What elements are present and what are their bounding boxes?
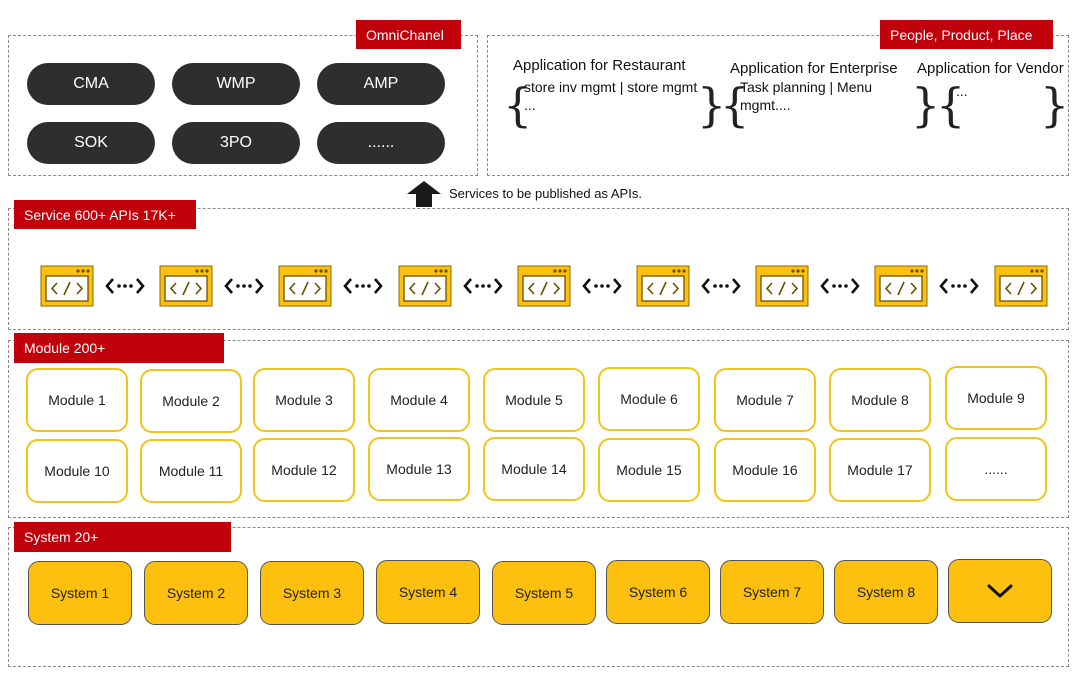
api-code-icon (755, 265, 809, 307)
module-card[interactable]: Module 16 (714, 438, 816, 502)
pill-wmp[interactable]: WMP (172, 63, 300, 105)
module-card[interactable]: Module 2 (140, 369, 242, 433)
system-tag: System 20+ (14, 522, 231, 552)
module-card-more[interactable]: ...... (945, 437, 1047, 501)
double-arrow-icon (463, 278, 503, 294)
pill-sok[interactable]: SOK (27, 122, 155, 164)
api-code-icon (517, 265, 571, 307)
system-card[interactable]: System 6 (606, 560, 710, 624)
module-card[interactable]: Module 9 (945, 366, 1047, 430)
api-code-icon (874, 265, 928, 307)
module-card[interactable]: Module 6 (598, 367, 700, 431)
system-card[interactable]: System 3 (260, 561, 364, 625)
up-arrow-icon (407, 181, 441, 207)
module-card[interactable]: Module 4 (368, 368, 470, 432)
api-code-icon (278, 265, 332, 307)
double-arrow-icon (105, 278, 145, 294)
app-enterprise-title: Application for Enterprise (730, 60, 898, 77)
system-card[interactable]: System 2 (144, 561, 248, 625)
left-brace-icon: { (936, 78, 966, 132)
module-card[interactable]: Module 1 (26, 368, 128, 432)
module-card[interactable]: Module 13 (368, 437, 470, 501)
system-section (8, 527, 1069, 667)
pill-3po[interactable]: 3PO (172, 122, 300, 164)
module-tag: Module 200+ (14, 333, 224, 363)
module-section (8, 340, 1069, 518)
module-card[interactable]: Module 5 (483, 368, 585, 432)
api-caption: Services to be published as APIs. (449, 186, 642, 201)
api-code-icon (398, 265, 452, 307)
system-card[interactable]: System 8 (834, 560, 938, 624)
double-arrow-icon (224, 278, 264, 294)
api-code-icon (40, 265, 94, 307)
api-code-icon (159, 265, 213, 307)
right-brace-icon: } (911, 78, 941, 132)
chevron-down-icon (987, 584, 1013, 598)
module-card[interactable]: Module 14 (483, 437, 585, 501)
right-brace-icon: } (697, 78, 727, 132)
module-card[interactable]: Module 8 (829, 368, 931, 432)
app-vendor-body: ... (956, 83, 968, 99)
service-tag: Service 600+ APIs 17K+ (14, 200, 196, 229)
module-card[interactable]: Module 11 (140, 439, 242, 503)
left-brace-icon: { (720, 78, 750, 132)
system-card[interactable]: System 4 (376, 560, 480, 624)
right-brace-icon: } (1040, 78, 1070, 132)
app-restaurant-title: Application for Restaurant (513, 57, 686, 74)
people-product-place-tag: People, Product, Place (880, 20, 1053, 49)
double-arrow-icon (582, 278, 622, 294)
pill-more[interactable]: ...... (317, 122, 445, 164)
omnichannel-tag: OmniChanel (356, 20, 461, 49)
pill-amp[interactable]: AMP (317, 63, 445, 105)
system-card[interactable]: System 7 (720, 560, 824, 624)
applications-section (487, 35, 1069, 176)
api-code-icon (636, 265, 690, 307)
module-card[interactable]: Module 12 (253, 438, 355, 502)
module-card[interactable]: Module 15 (598, 438, 700, 502)
system-card[interactable]: System 5 (492, 561, 596, 625)
left-brace-icon: { (503, 78, 533, 132)
module-card[interactable]: Module 7 (714, 368, 816, 432)
app-restaurant-body: store inv mgmt | store mgmt ... (524, 79, 698, 113)
system-more-button[interactable] (948, 559, 1052, 623)
double-arrow-icon (343, 278, 383, 294)
app-enterprise-body: Task planning | Menu mgmt.... (740, 79, 873, 113)
app-vendor-title: Application for Vendor (917, 60, 1064, 77)
module-card[interactable]: Module 17 (829, 438, 931, 502)
service-section (8, 208, 1069, 330)
module-card[interactable]: Module 3 (253, 368, 355, 432)
double-arrow-icon (701, 278, 741, 294)
system-card[interactable]: System 1 (28, 561, 132, 625)
pill-cma[interactable]: CMA (27, 63, 155, 105)
omnichannel-section (8, 35, 478, 176)
module-card[interactable]: Module 10 (26, 439, 128, 503)
api-code-icon (994, 265, 1048, 307)
double-arrow-icon (939, 278, 979, 294)
double-arrow-icon (820, 278, 860, 294)
